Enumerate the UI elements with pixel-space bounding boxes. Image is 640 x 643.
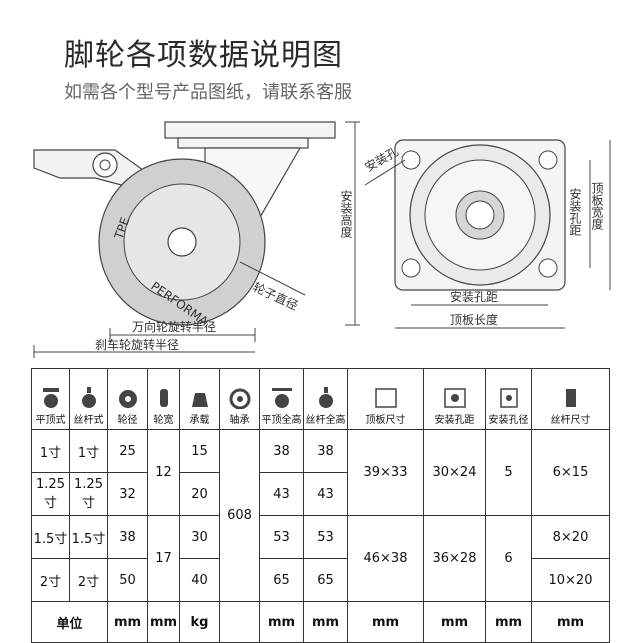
hole-spacing-v-label: 安装孔距 — [568, 187, 582, 236]
caster-dimension-diagram: PERFORMA TPE 安装高度 轮子直径 万向轮旋转半径 刹车轮旋转半径 安… — [33, 121, 611, 358]
header-screw-size: 丝杆尺寸 — [531, 368, 610, 430]
caster-screw-icon — [81, 387, 96, 408]
swivel-radius-label: 万向轮旋转半径 — [132, 319, 216, 334]
install-height-label: 安装高度 — [339, 189, 353, 238]
header-wheel-width: 轮宽 — [147, 368, 180, 430]
unit-label: 单位 — [31, 601, 108, 643]
header-flat-height: 平顶全高 — [259, 368, 304, 430]
plate-size-icon — [374, 388, 397, 408]
wheel-diameter-icon — [118, 390, 137, 408]
flat-height-icon — [271, 388, 292, 408]
page-title: 脚轮各项数据说明图 — [64, 38, 343, 73]
header-hole-spacing: 安装孔距 — [423, 368, 486, 430]
screw-height-icon — [318, 387, 333, 408]
brake-lever — [33, 149, 151, 191]
spec-table: 平顶式 丝杆式 轮径 轮宽 承载 轴承 平顶全高 丝杆全高 顶板尺寸 安装孔距 … — [31, 368, 610, 643]
wheel-hub — [167, 227, 197, 257]
mount-hole-br — [538, 258, 558, 278]
header-bearing: 轴承 — [219, 368, 260, 430]
plate-length-label: 顶板长度 — [450, 312, 498, 327]
brake-radius-label: 刹车轮旋转半径 — [95, 337, 179, 352]
header-screw: 丝杆式 — [69, 368, 108, 430]
table-row: 1.5寸 1.5寸 38 17 30 53 53 46×38 36×28 6 8… — [31, 515, 610, 602]
page-subtitle: 如需各个型号产品图纸，请联系客服 — [64, 82, 352, 103]
wheel-width-icon — [159, 389, 168, 407]
header-hole-diameter: 安装孔径 — [485, 368, 532, 430]
screw-size-icon — [565, 389, 576, 407]
table-row: 2寸 2寸 50 40 65 65 10×20 — [31, 558, 610, 602]
header-flat-top: 平顶式 — [31, 368, 70, 430]
hole-spacing-icon — [443, 388, 466, 408]
mount-hole-tl — [401, 150, 421, 170]
header-wheel-diameter: 轮径 — [107, 368, 148, 430]
hole-diameter-icon — [499, 388, 518, 408]
bearing-icon — [229, 388, 250, 409]
top-plate-mount — [177, 137, 309, 149]
header-load: 承载 — [179, 368, 220, 430]
hole-spacing-h-label: 安装孔距 — [450, 289, 498, 304]
header-screw-height: 丝杆全高 — [303, 368, 348, 430]
wheel-diameter-label: 轮子直径 — [251, 280, 300, 313]
weight-icon — [191, 393, 208, 407]
top-plate-side — [164, 121, 336, 139]
mount-hole-bl — [401, 258, 421, 278]
table-row: 1.25寸 1.25寸 32 20 43 43 — [31, 472, 610, 516]
table-header-row: 平顶式 丝杆式 轮径 轮宽 承载 轴承 平顶全高 丝杆全高 顶板尺寸 安装孔距 … — [31, 368, 610, 430]
mount-hole-tr — [538, 150, 558, 170]
table-row: 1寸 1寸 25 12 15 608 38 38 39×33 30×24 5 6… — [31, 429, 610, 602]
caster-flat-icon — [42, 388, 59, 408]
header-plate-size: 顶板尺寸 — [347, 368, 424, 430]
plate-width-label: 顶板宽度 — [590, 182, 604, 230]
unit-row: 单位 mm mm kg mm mm mm mm mm mm — [31, 601, 610, 643]
